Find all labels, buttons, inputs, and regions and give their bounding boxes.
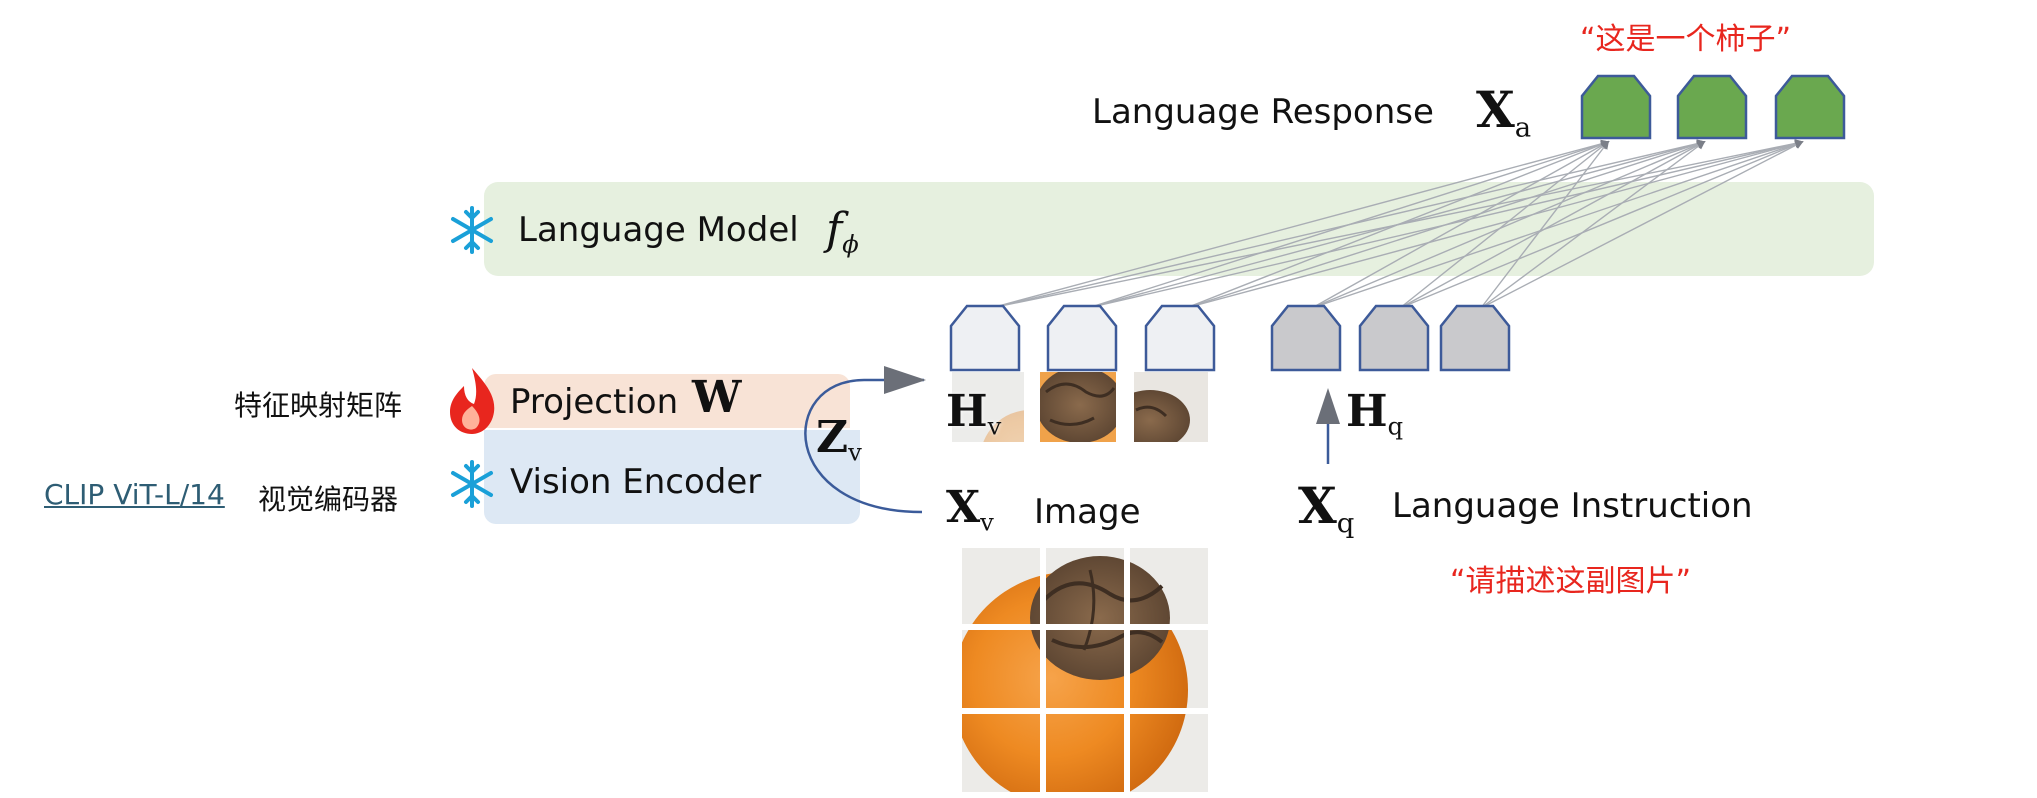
zv-symbol: Zv <box>816 412 862 466</box>
projection-cn-label: 特征映射矩阵 <box>234 389 403 422</box>
language-model-symbol-sub: ϕ <box>842 230 859 259</box>
hq-arrowhead <box>1316 388 1340 424</box>
connection-line <box>1311 140 1804 309</box>
instruction-token <box>1358 304 1430 372</box>
zv-flow-arc <box>804 378 924 514</box>
connection-line <box>1311 141 1610 309</box>
response-token <box>1676 74 1748 140</box>
hq-symbol: Hq <box>1346 386 1403 440</box>
vision-encoder-cn-label: 视觉编码器 <box>258 483 399 516</box>
response-symbol-main: X <box>1476 80 1515 139</box>
image-patch-1 <box>952 372 1024 442</box>
image-symbol-main: X <box>946 482 981 533</box>
image-symbol-sub: v <box>980 508 994 537</box>
projection-box <box>484 374 850 428</box>
hv-symbol-sub: v <box>987 412 1002 441</box>
instruction-symbol-main: X <box>1298 476 1337 535</box>
connection-line <box>1399 140 1804 309</box>
connection-line <box>1399 140 1610 309</box>
instruction-symbol: Xq <box>1298 476 1354 540</box>
hv-symbol-main: H <box>946 386 988 437</box>
language-model-symbol-main: f <box>826 204 843 255</box>
connection-line <box>990 139 1610 309</box>
connection-line <box>1480 140 1610 309</box>
hq-symbol-sub: q <box>1387 412 1404 441</box>
response-token <box>1580 74 1652 140</box>
response-annotation: “这是一个柿子” <box>1580 22 1792 57</box>
response-symbol-sub: a <box>1514 111 1532 144</box>
snowflake-icon <box>451 460 493 508</box>
token-group <box>949 74 1846 372</box>
visual-token <box>1144 304 1216 372</box>
language-model-label: Language Model <box>518 210 799 250</box>
instruction-annotation: “请描述这副图片” <box>1450 564 1692 599</box>
language-model-symbol: fϕ <box>826 204 859 258</box>
connection-line <box>1087 140 1610 309</box>
language-model-box <box>484 182 1874 276</box>
zv-symbol-main: Z <box>816 412 849 463</box>
response-token <box>1774 74 1846 140</box>
snowflake-icon <box>451 206 493 254</box>
image-patch-3 <box>1134 372 1208 442</box>
persimmon-image <box>962 548 1208 792</box>
attention-connection-lines <box>990 139 1804 309</box>
connection-line <box>1185 140 1610 309</box>
visual-token <box>949 304 1021 372</box>
vision-encoder-label: Vision Encoder <box>510 462 762 502</box>
connection-line <box>1185 139 1804 309</box>
hv-symbol: Hv <box>946 386 1001 440</box>
instruction-label: Language Instruction <box>1392 486 1753 526</box>
projection-symbol: W <box>692 372 742 423</box>
connection-line <box>1185 140 1706 309</box>
instruction-token <box>1270 304 1342 372</box>
instruction-token <box>1439 304 1511 372</box>
zv-arrowhead <box>884 366 926 394</box>
visual-token <box>1046 304 1118 372</box>
projection-label: Projection <box>510 382 679 422</box>
zv-symbol-sub: v <box>848 438 862 467</box>
connection-line <box>1480 140 1706 309</box>
instruction-symbol-sub: q <box>1336 507 1355 540</box>
connection-line <box>1480 141 1804 309</box>
response-label: Language Response <box>1092 92 1434 132</box>
image-patch-2 <box>1040 372 1116 442</box>
fire-icon <box>450 368 495 434</box>
image-label: Image <box>1034 492 1141 532</box>
connection-line <box>1311 140 1706 309</box>
vision-encoder-box <box>484 430 860 524</box>
clip-model-link[interactable]: CLIP ViT-L/14 <box>44 478 225 511</box>
connection-line <box>1399 141 1706 309</box>
hq-symbol-main: H <box>1346 386 1388 437</box>
response-symbol: Xa <box>1476 80 1531 144</box>
image-symbol: Xv <box>946 482 994 536</box>
